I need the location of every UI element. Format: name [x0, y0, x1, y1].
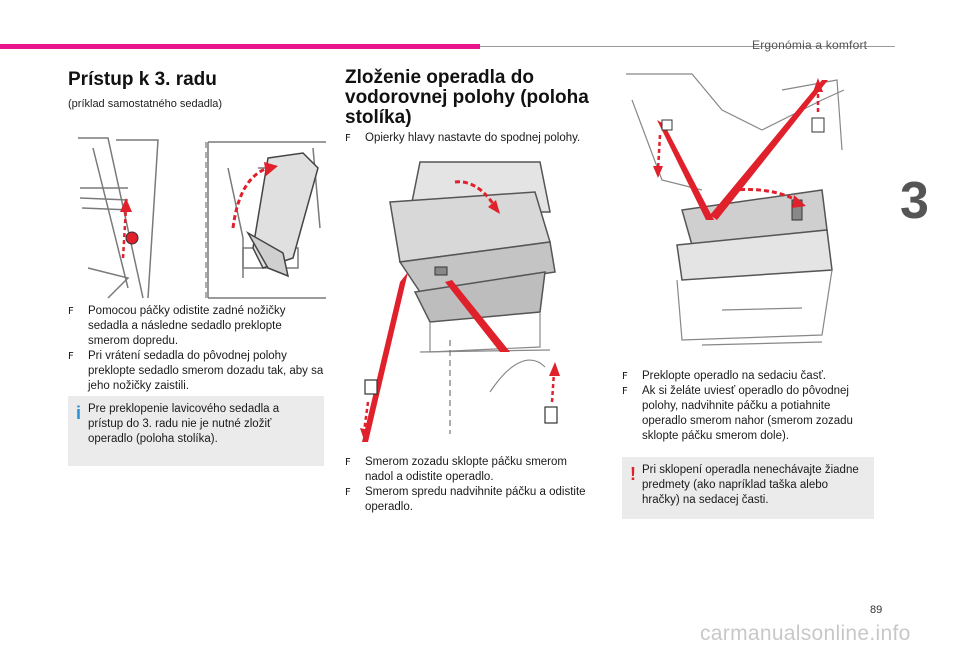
- list-item: F Smerom spredu nadvihnite páčku a odisti…: [345, 485, 597, 515]
- bullet-text: Pomocou páčky odistite zadné nožičky sed…: [88, 305, 286, 347]
- title-line: stolíka): [345, 107, 412, 128]
- bullet-text: Smerom zozadu sklopte páčku smerom nadol…: [365, 456, 567, 483]
- chapter-title: Ergonómia a komfort: [752, 38, 868, 52]
- accent-bar: [0, 44, 480, 49]
- bullet-marker: F: [345, 457, 351, 468]
- bullet-marker: F: [622, 386, 628, 397]
- title-line: Zloženie operadla do: [345, 67, 534, 88]
- list-item: F Pri vrátení sedadla do pôvodnej polohy …: [68, 349, 324, 394]
- list-item: F Pomocou páčky odistite zadné nožičky se…: [68, 304, 324, 349]
- header-rule: [480, 46, 895, 47]
- subtitle-example: (príklad samostatného sedadla): [68, 98, 223, 110]
- col2-intro-list: F Opierky hlavy nastavte do spodnej poloh…: [345, 131, 595, 146]
- bullet-text: Pri vrátení sedadla do pôvodnej polohy p…: [88, 350, 324, 392]
- list-item: F Ak si želáte uviesť operadlo do pôvodne…: [622, 384, 872, 444]
- info-note-text: Pre preklopenie lavicového sedadla a prí…: [88, 403, 280, 445]
- warning-icon: !: [630, 464, 636, 484]
- bullet-text: Preklopte operadlo na sedaciu časť.: [642, 370, 826, 382]
- chapter-number: 3: [900, 172, 929, 230]
- bullet-text: Smerom spredu nadvihnite páčku a odistit…: [365, 486, 586, 513]
- bullet-marker: F: [68, 351, 74, 362]
- list-item: F Preklopte operadlo na sedaciu časť.: [622, 369, 872, 384]
- col3-bullet-list: F Preklopte operadlo na sedaciu časť. F Ak…: [622, 369, 872, 444]
- watermark: carmanualsonline.info: [700, 622, 911, 645]
- bullet-marker: F: [345, 487, 351, 498]
- col2-bullet-list: F Smerom zozadu sklopte páčku smerom nado…: [345, 455, 597, 515]
- bullet-marker: F: [622, 371, 628, 382]
- col1-bullet-list: F Pomocou páčky odistite zadné nožičky se…: [68, 304, 324, 394]
- bullet-text: Ak si želáte uviesť operadlo do pôvodnej…: [642, 385, 853, 442]
- warning-note: ! Pri sklopení operadla nenechávajte žia…: [622, 457, 874, 519]
- title-line: vodorovnej polohy (poloha: [345, 87, 589, 108]
- bullet-marker: F: [345, 133, 351, 144]
- section-title-third-row: Prístup k 3. radu: [68, 69, 217, 90]
- seat-tilt-illustration: [68, 128, 326, 300]
- seat-table-position-illustration: [622, 70, 844, 362]
- seat-backrest-illustration: [360, 152, 600, 442]
- warning-note-text: Pri sklopení operadla nenechávajte žiadn…: [642, 464, 859, 506]
- bullet-text: Opierky hlavy nastavte do spodnej polohy…: [365, 132, 581, 144]
- page-number: 89: [870, 604, 883, 616]
- info-icon: i: [76, 403, 82, 423]
- list-item: F Smerom zozadu sklopte páčku smerom nado…: [345, 455, 597, 485]
- bullet-marker: F: [68, 306, 74, 317]
- info-note: i Pre preklopenie lavicového sedadla a p…: [68, 396, 324, 466]
- section-title-fold-backrest: Zloženie operadla do vodorovnej polohy (…: [345, 68, 589, 128]
- list-item: F Opierky hlavy nastavte do spodnej poloh…: [345, 131, 595, 146]
